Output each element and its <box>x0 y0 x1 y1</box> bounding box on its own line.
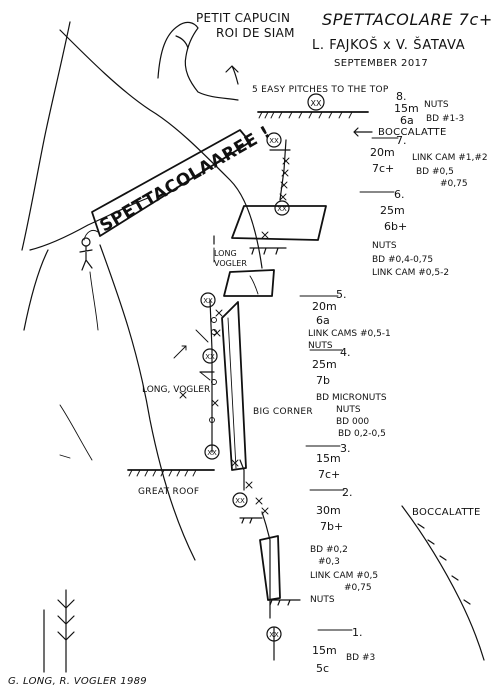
easy-pitches-note: 5 EASY PITCHES TO THE TOP <box>252 85 389 95</box>
pitch-4-gear: NUTS <box>336 405 361 415</box>
pitch-1-length: 15m <box>312 644 337 657</box>
top-ledge <box>257 111 369 119</box>
boccalatte-right-line <box>401 505 485 661</box>
pitch-5-number: 5. <box>336 288 347 301</box>
pitch-2-gear: #0,75 <box>344 583 372 593</box>
pitch-8-grade: 6a <box>400 114 414 127</box>
pitch-5-grade: 6a <box>316 314 330 327</box>
pitch-2-crack <box>259 535 281 601</box>
great-roof-label: GREAT ROOF <box>138 487 199 497</box>
pitch-3-length: 15m <box>316 452 341 465</box>
pitch-4-gear: BD 000 <box>336 417 369 427</box>
pitch-1-grade: 5c <box>316 662 329 675</box>
pitch-2-gear: BD #0,2 <box>310 545 348 555</box>
pitch-7-gear: #0,75 <box>440 179 468 189</box>
climber-figure <box>79 237 99 331</box>
mountain-outline <box>21 21 263 561</box>
pitch-4-grade: 7b <box>316 374 330 387</box>
petit-capucin-label: PETIT CAPUCIN <box>196 11 290 25</box>
pitch-8-length: 15m <box>394 102 419 115</box>
pitch-2-gear: NUTS <box>310 595 335 605</box>
left-route-branches <box>173 247 215 381</box>
belay-icon: XX <box>277 205 287 213</box>
pitch-1-number: 1. <box>352 626 363 639</box>
pitch-8-number: 8. <box>396 90 407 103</box>
credit-label: G. LONG, R. VOGLER 1989 <box>8 676 147 687</box>
belay-icon: XX <box>203 297 213 305</box>
long-vogler-upper-label: LONG <box>214 249 237 258</box>
belay-stations: XX XX XX XX XX XX XX XX <box>200 93 325 642</box>
protection-bolts <box>179 157 290 515</box>
pitch-6-gear: NUTS <box>372 241 397 251</box>
long-vogler-crack <box>249 275 259 295</box>
belay-icon: XX <box>269 631 279 639</box>
upper-slab-feature <box>231 205 327 241</box>
belay-icon: XX <box>269 137 279 145</box>
pitch-7-number: 7. <box>396 134 407 147</box>
authors-label: L. FAJKOŠ x V. ŠATAVA <box>312 37 465 53</box>
belay-icon: XX <box>311 99 322 108</box>
long-vogler-upper-label-2: VOGLER <box>214 259 247 268</box>
pitch-7-gear: LINK CAM #1,#2 <box>412 153 488 163</box>
roi-de-siam-label: ROI DE SIAM <box>216 26 295 40</box>
small-ledges <box>199 149 301 606</box>
route-line <box>209 139 287 661</box>
pitch-6-grade: 6b+ <box>384 220 407 233</box>
great-roof <box>127 469 215 477</box>
long-vogler-block <box>223 269 275 297</box>
pitch-7-length: 20m <box>370 146 395 159</box>
pitch-8-gear: NUTS <box>424 100 449 110</box>
big-corner-label: BIG CORNER <box>253 407 313 417</box>
pitch-1-gear: BD #3 <box>346 653 375 663</box>
pitch-6-length: 25m <box>380 204 405 217</box>
petit-capucin-pinnacle <box>157 21 239 101</box>
pitch-2-length: 30m <box>316 504 341 517</box>
pitch-3-number: 3. <box>340 442 351 455</box>
ring-bolts <box>209 317 217 423</box>
pitch-6-number: 6. <box>394 188 405 201</box>
long-vogler-left-label: LONG, VOGLER <box>142 385 210 395</box>
pitch-4-number: 4. <box>340 346 351 359</box>
big-corner-feature <box>221 301 247 471</box>
page-title: SPETTACOLARE 7c+ <box>322 10 493 29</box>
belay-icon: XX <box>207 449 217 457</box>
pitch-3-grade: 7c+ <box>318 468 340 481</box>
pitch-6-gear: BD #0,4-0,75 <box>372 255 433 265</box>
belay-icon: XX <box>205 353 215 361</box>
boccalatte-top-label: BOCCALATTE <box>378 127 447 138</box>
arrow-left-icon <box>353 127 373 137</box>
pitch-4-length: 25m <box>312 358 337 371</box>
boccalatte-right-label: BOCCALATTE <box>412 507 481 518</box>
pitch-7-grade: 7c+ <box>372 162 394 175</box>
pitch-2-gear: LINK CAM #0,5 <box>310 571 378 581</box>
long-vogler-arrows <box>43 589 75 673</box>
pitch-7-gear: BD #0,5 <box>416 167 454 177</box>
pitch-dividers <box>299 137 399 631</box>
pitch-5-gear: LINK CAMS #0,5-1 <box>308 329 391 339</box>
pitch-6-gear: LINK CAM #0,5-2 <box>372 268 449 278</box>
pitch-4-gear: BD MICRONUTS <box>316 393 387 403</box>
pitch-2-gear: #0,3 <box>318 557 340 567</box>
pitch-4-gear: BD 0,2-0,5 <box>338 429 386 439</box>
pitch-2-number: 2. <box>342 486 353 499</box>
pitch-5-length: 20m <box>312 300 337 313</box>
route-shout-text: SPETTACOLAAREE ! <box>97 122 275 236</box>
pitch-8-gear: BD #1-3 <box>426 114 464 124</box>
pitch-5-gear: NUTS <box>308 341 333 351</box>
up-arrow-icon <box>225 65 239 85</box>
belay-icon: XX <box>235 497 245 505</box>
date-label: SEPTEMBER 2017 <box>334 58 428 69</box>
pitch-2-grade: 7b+ <box>320 520 343 533</box>
